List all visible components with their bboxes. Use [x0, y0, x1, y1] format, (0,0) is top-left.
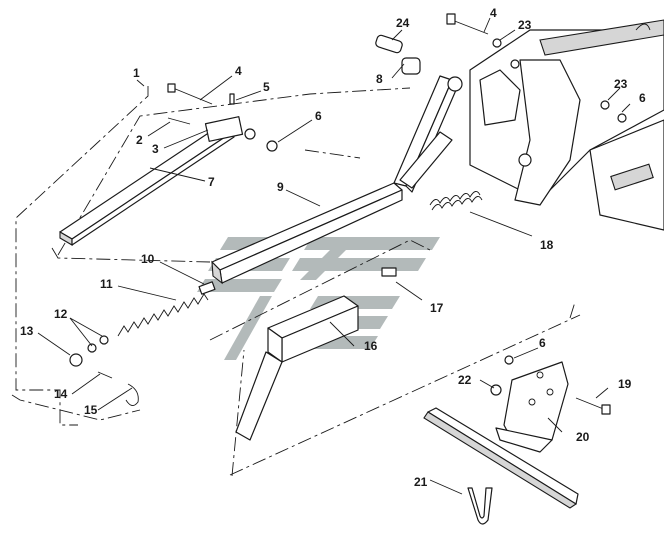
callout-5: 5 — [263, 80, 270, 94]
bushings — [375, 34, 421, 75]
callout-21: 21 — [414, 475, 428, 489]
callout-22: 22 — [458, 373, 472, 387]
callout-4-right: 4 — [490, 6, 497, 20]
callout-18: 18 — [540, 238, 554, 252]
callout-2: 2 — [136, 133, 143, 147]
callout-6-lower: 6 — [539, 336, 546, 350]
callout-20: 20 — [576, 430, 590, 444]
part-18-spring — [429, 191, 483, 211]
callout-9: 9 — [277, 180, 284, 194]
callout-24: 24 — [396, 16, 410, 30]
callout-11: 11 — [100, 277, 113, 291]
callout-8: 8 — [376, 72, 383, 86]
callout-19: 19 — [618, 377, 632, 391]
part-16-bracket — [235, 267, 397, 441]
callout-6-upper: 6 — [315, 109, 322, 123]
callout-23-right: 23 — [614, 77, 628, 91]
callout-6-right: 6 — [639, 91, 646, 105]
lower-right-assembly — [423, 355, 611, 525]
callout-12: 12 — [54, 307, 68, 321]
hardware-top — [167, 13, 627, 152]
callout-3: 3 — [152, 142, 159, 156]
callout-labels: 1 4 5 2 3 6 7 9 10 11 12 13 14 15 16 17 … — [20, 6, 646, 489]
callout-16: 16 — [364, 339, 378, 353]
leader-lines — [37, 17, 631, 495]
callout-1: 1 — [133, 66, 140, 80]
part-9-main-beam — [211, 75, 463, 285]
assembly-outlines — [11, 86, 581, 477]
part-7-inner-tube — [59, 116, 256, 246]
callout-15: 15 — [84, 403, 98, 417]
callout-13: 13 — [20, 324, 34, 338]
callout-14: 14 — [54, 387, 68, 401]
callout-10: 10 — [141, 252, 155, 266]
part-11-spring — [117, 281, 216, 337]
callout-7: 7 — [208, 175, 215, 189]
callout-23-top: 23 — [518, 18, 532, 32]
callout-17: 17 — [430, 301, 444, 315]
small-hardware-left — [69, 335, 139, 406]
hitch-bracket-assembly — [469, 19, 664, 231]
callout-4-left: 4 — [235, 64, 242, 78]
